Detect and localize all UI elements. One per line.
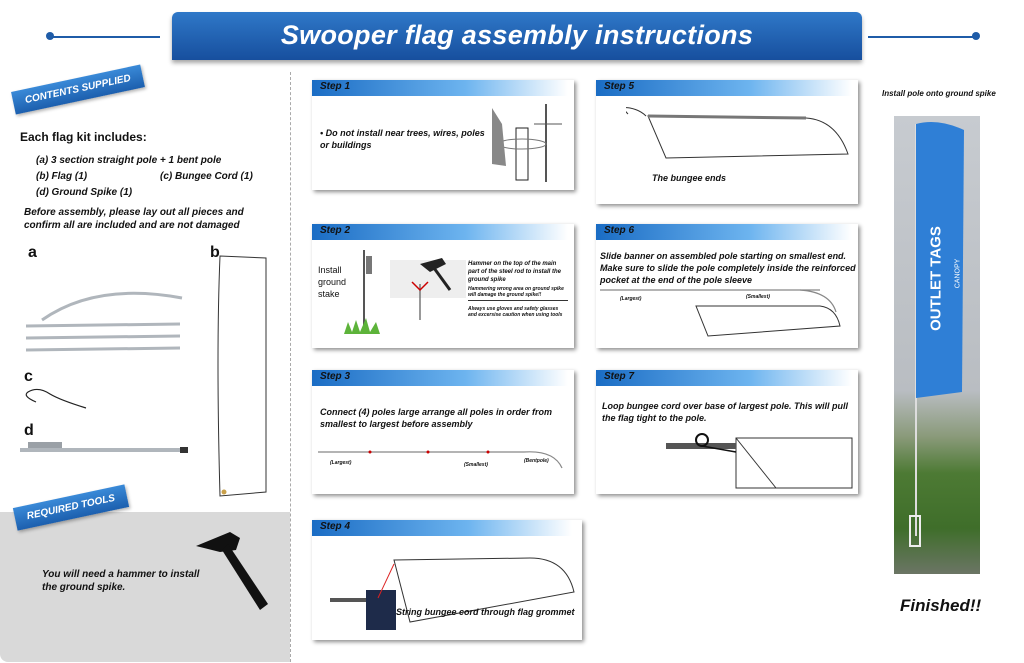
assembly-note: Before assembly, please lay out all piec…	[24, 207, 244, 231]
step-6-card: Step 6 Slide banner on assembled pole st…	[596, 224, 858, 348]
tree-pole-illustration	[492, 104, 562, 182]
tools-text: You will need a hammer to install the gr…	[42, 569, 200, 593]
flag-brand-logo: OUTLET TAGS CANOPY	[920, 208, 962, 348]
installed-flag-illustration	[909, 122, 964, 547]
header-line-left	[50, 36, 160, 38]
label-c: c	[24, 368, 33, 385]
step-7-text: Loop bungee cord over base of largest po…	[602, 401, 849, 423]
step-7-card: Step 7 Loop bungee cord over base of lar…	[596, 370, 858, 494]
step-6-title: Step 6	[604, 225, 635, 236]
item-d: (d) Ground Spike (1)	[36, 187, 133, 198]
brand-sub: CANOPY	[954, 258, 962, 289]
finished-text: Finished!!	[900, 596, 982, 615]
item-a: (a) 3 section straight pole + 1 bent pol…	[36, 155, 222, 166]
step-3-title: Step 3	[320, 371, 351, 382]
label-b: b	[210, 244, 220, 261]
step-6-largest: (Largest)	[620, 296, 642, 302]
tools-panel: REQUIRED TOOLS You will need a hammer to…	[0, 484, 290, 662]
step-1-title: Step 1	[320, 81, 351, 92]
item-b: (b) Flag (1)	[36, 171, 88, 182]
step-2-divider	[468, 300, 568, 301]
final-caption: Install pole onto ground spike	[882, 89, 996, 98]
step-2-label: Install ground stake	[318, 265, 347, 299]
step-2-hammer-note: Hammer on the top of the main part of th…	[468, 261, 562, 283]
contents-ribbon: CONTENTS SUPPLIED	[11, 64, 145, 115]
header-dot-left	[46, 32, 54, 40]
step-3-text: Connect (4) poles large arrange all pole…	[320, 407, 553, 429]
step-1-header: Step 1	[312, 80, 568, 96]
step-3-largest: (Largest)	[330, 460, 352, 466]
step-2-title: Step 2	[320, 225, 351, 236]
step-7-title: Step 7	[604, 371, 635, 382]
step-5-title: Step 5	[604, 81, 635, 92]
flag-illustration	[217, 255, 267, 497]
sleeve-illustration	[600, 289, 841, 337]
step-4-title: Step 4	[320, 521, 351, 532]
loop-cord-illustration	[666, 433, 853, 489]
step-5-header: Step 5	[596, 80, 852, 96]
poles-illustration	[20, 291, 188, 453]
step-3-smallest: (Smallest)	[464, 462, 488, 468]
ground-stake-illustration	[344, 250, 380, 334]
step-6-smallest: (Smallest)	[746, 294, 770, 300]
finished-flag-photo: OUTLET TAGS CANOPY	[894, 116, 980, 574]
page-title: Swooper flag assembly instructions	[280, 20, 754, 50]
step-4-text: String bungee cord through flag grommet	[396, 607, 575, 617]
grommet-illustration	[330, 557, 575, 630]
item-c: (c) Bungee Cord (1)	[160, 171, 253, 182]
step-1-card: Step 1 • Do not install near trees, wire…	[312, 80, 574, 190]
step-7-header: Step 7	[596, 370, 852, 386]
step-3-bentpole: (Bentpole)	[524, 458, 549, 464]
step-3-card: Step 3 Connect (4) poles large arrange a…	[312, 370, 574, 494]
header-line-right	[868, 36, 976, 38]
contents-panel: CONTENTS SUPPLIED Each flag kit includes…	[6, 64, 291, 662]
label-d: d	[24, 422, 34, 439]
step-2-card: Step 2 Install ground stake Hammer on th…	[312, 224, 574, 348]
hammer-stake-illustration	[390, 258, 466, 320]
step-6-text: Slide banner on assembled pole starting …	[600, 251, 856, 285]
header-dot-right	[972, 32, 980, 40]
step-2-warning: Hammering wrong area on ground spike wil…	[468, 286, 564, 298]
brand-text: OUTLET TAGS	[927, 226, 945, 331]
header-banner: Swooper flag assembly instructions	[172, 12, 862, 60]
step-6-header: Step 6	[596, 224, 852, 240]
contents-heading: Each flag kit includes:	[20, 130, 147, 144]
step-2-header: Step 2	[312, 224, 568, 240]
step-4-card: Step 4 String bungee cord through flag g…	[312, 520, 582, 640]
step-1-text: • Do not install near trees, wires, pole…	[320, 128, 485, 150]
step-1-text-value: Do not install near trees, wires, poles …	[320, 128, 485, 150]
bungee-end-illustration	[626, 107, 849, 159]
step-3-header: Step 3	[312, 370, 568, 386]
step-5-card: Step 5 The bungee ends	[596, 80, 858, 204]
poles-row-illustration	[318, 450, 563, 469]
step-2-safety: Always use gloves and safety glasses and…	[468, 306, 563, 318]
label-a: a	[28, 244, 37, 261]
hammer-icon	[196, 532, 268, 610]
step-5-text: The bungee ends	[652, 173, 727, 183]
step-4-header: Step 4	[312, 520, 572, 536]
